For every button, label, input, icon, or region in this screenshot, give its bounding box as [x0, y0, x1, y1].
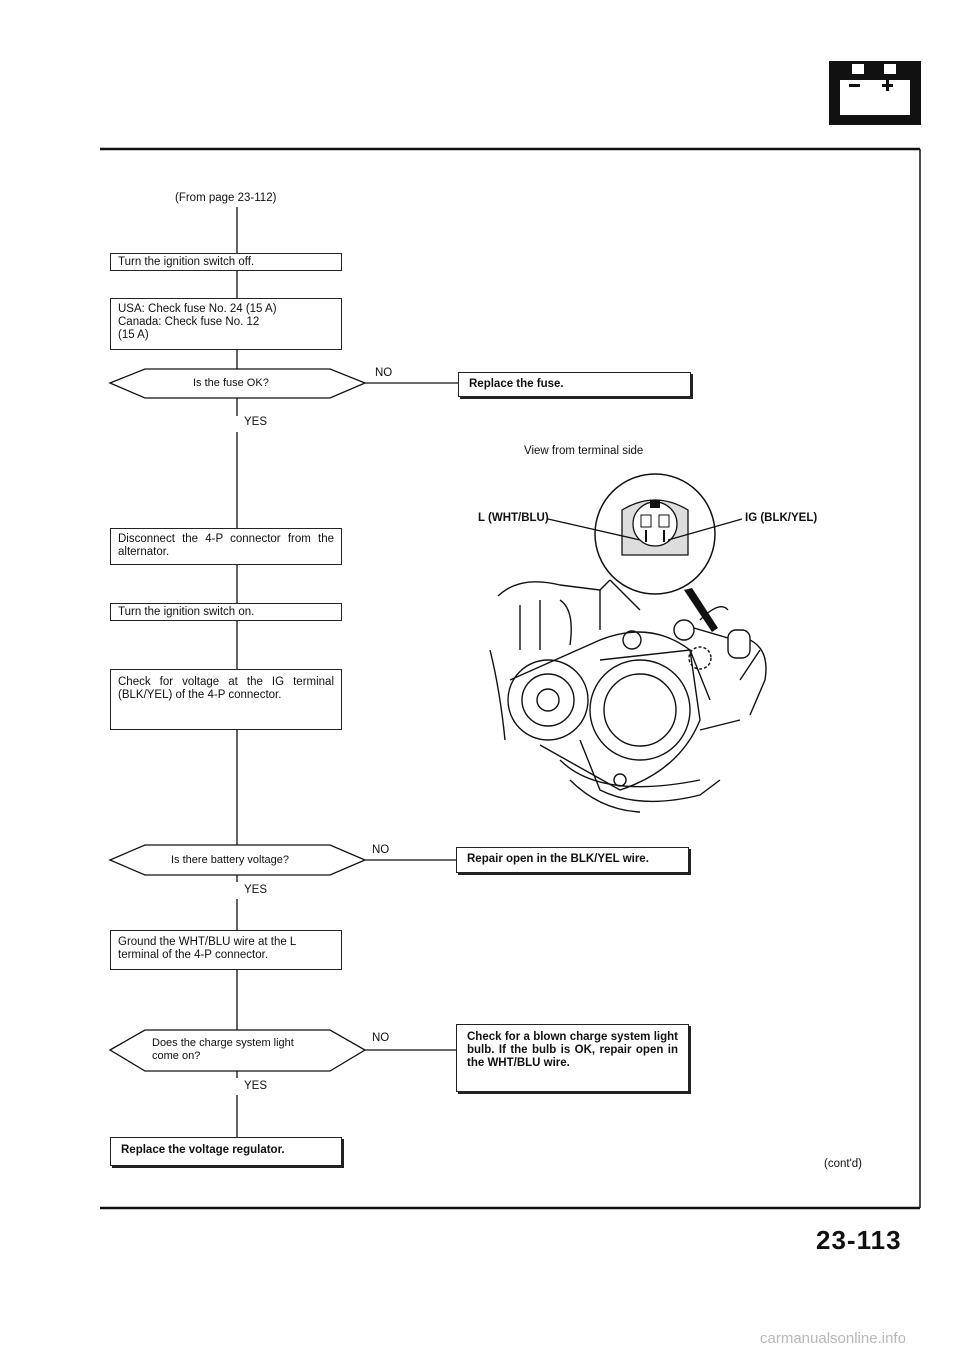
alternator-icon [489, 579, 767, 813]
step-text: Ground the WHT/BLU wire at the L termina… [118, 936, 296, 961]
contd-label: (cont'd) [824, 1158, 862, 1170]
step-text-canada: Canada: Check fuse No. 12 [118, 316, 260, 328]
step-text: Turn the ignition switch off. [118, 256, 255, 268]
result-text: Check for a blown charge system light bu… [467, 1031, 678, 1069]
result-text: Replace the fuse. [469, 378, 564, 390]
l-terminal-label: L (WHT/BLU) [478, 512, 549, 524]
yes-label-1: YES [244, 416, 268, 428]
step-turn-ignition-on: Turn the ignition switch on. [110, 603, 342, 621]
step-check-voltage: Check for voltage at the IG terminal (BL… [110, 669, 342, 730]
step-text: Disconnect the 4-P connector from the al… [118, 533, 334, 558]
page-number: 23-113 [816, 1225, 902, 1255]
step-disconnect-connector: Disconnect the 4-P connector from the al… [110, 528, 342, 565]
step-text: Replace the voltage regulator. [121, 1144, 285, 1156]
step-text-usa: USA: Check fuse No. 24 (15 A) [118, 303, 277, 315]
decision-light-on: Does the charge system light come on? [152, 1037, 294, 1062]
result-text: Repair open in the BLK/YEL wire. [467, 853, 649, 865]
step-replace-regulator: Replace the voltage regulator. [110, 1137, 342, 1166]
no-label-2: NO [372, 844, 390, 856]
yes-label-3: YES [244, 1080, 268, 1092]
step-ground-wire: Ground the WHT/BLU wire at the L termina… [110, 930, 342, 970]
ig-terminal-label: IG (BLK/YEL) [745, 512, 818, 524]
view-label: View from terminal side [524, 445, 644, 457]
decision-battery-voltage: Is there battery voltage? [171, 854, 290, 866]
step-text-amp: (15 A) [118, 329, 149, 341]
yes-label-2: YES [244, 884, 268, 896]
result-check-bulb: Check for a blown charge system light bu… [456, 1024, 689, 1092]
decision-fuse-ok: Is the fuse OK? [193, 377, 269, 389]
step-text: Check for voltage at the IG terminal (BL… [118, 676, 334, 701]
connector-icon [594, 473, 716, 595]
result-repair-blk-yel: Repair open in the BLK/YEL wire. [456, 847, 689, 873]
step-check-fuse: USA: Check fuse No. 24 (15 A) Canada: Ch… [110, 298, 342, 350]
from-page-label: (From page 23-112) [175, 192, 277, 204]
no-label-3: NO [372, 1032, 390, 1044]
result-replace-fuse: Replace the fuse. [458, 372, 691, 397]
watermark: carmanualsonline.info [760, 1330, 906, 1347]
step-text: Turn the ignition switch on. [118, 606, 255, 618]
battery-icon [829, 61, 921, 125]
no-label-1: NO [375, 367, 393, 379]
step-turn-ignition-off: Turn the ignition switch off. [110, 253, 342, 271]
